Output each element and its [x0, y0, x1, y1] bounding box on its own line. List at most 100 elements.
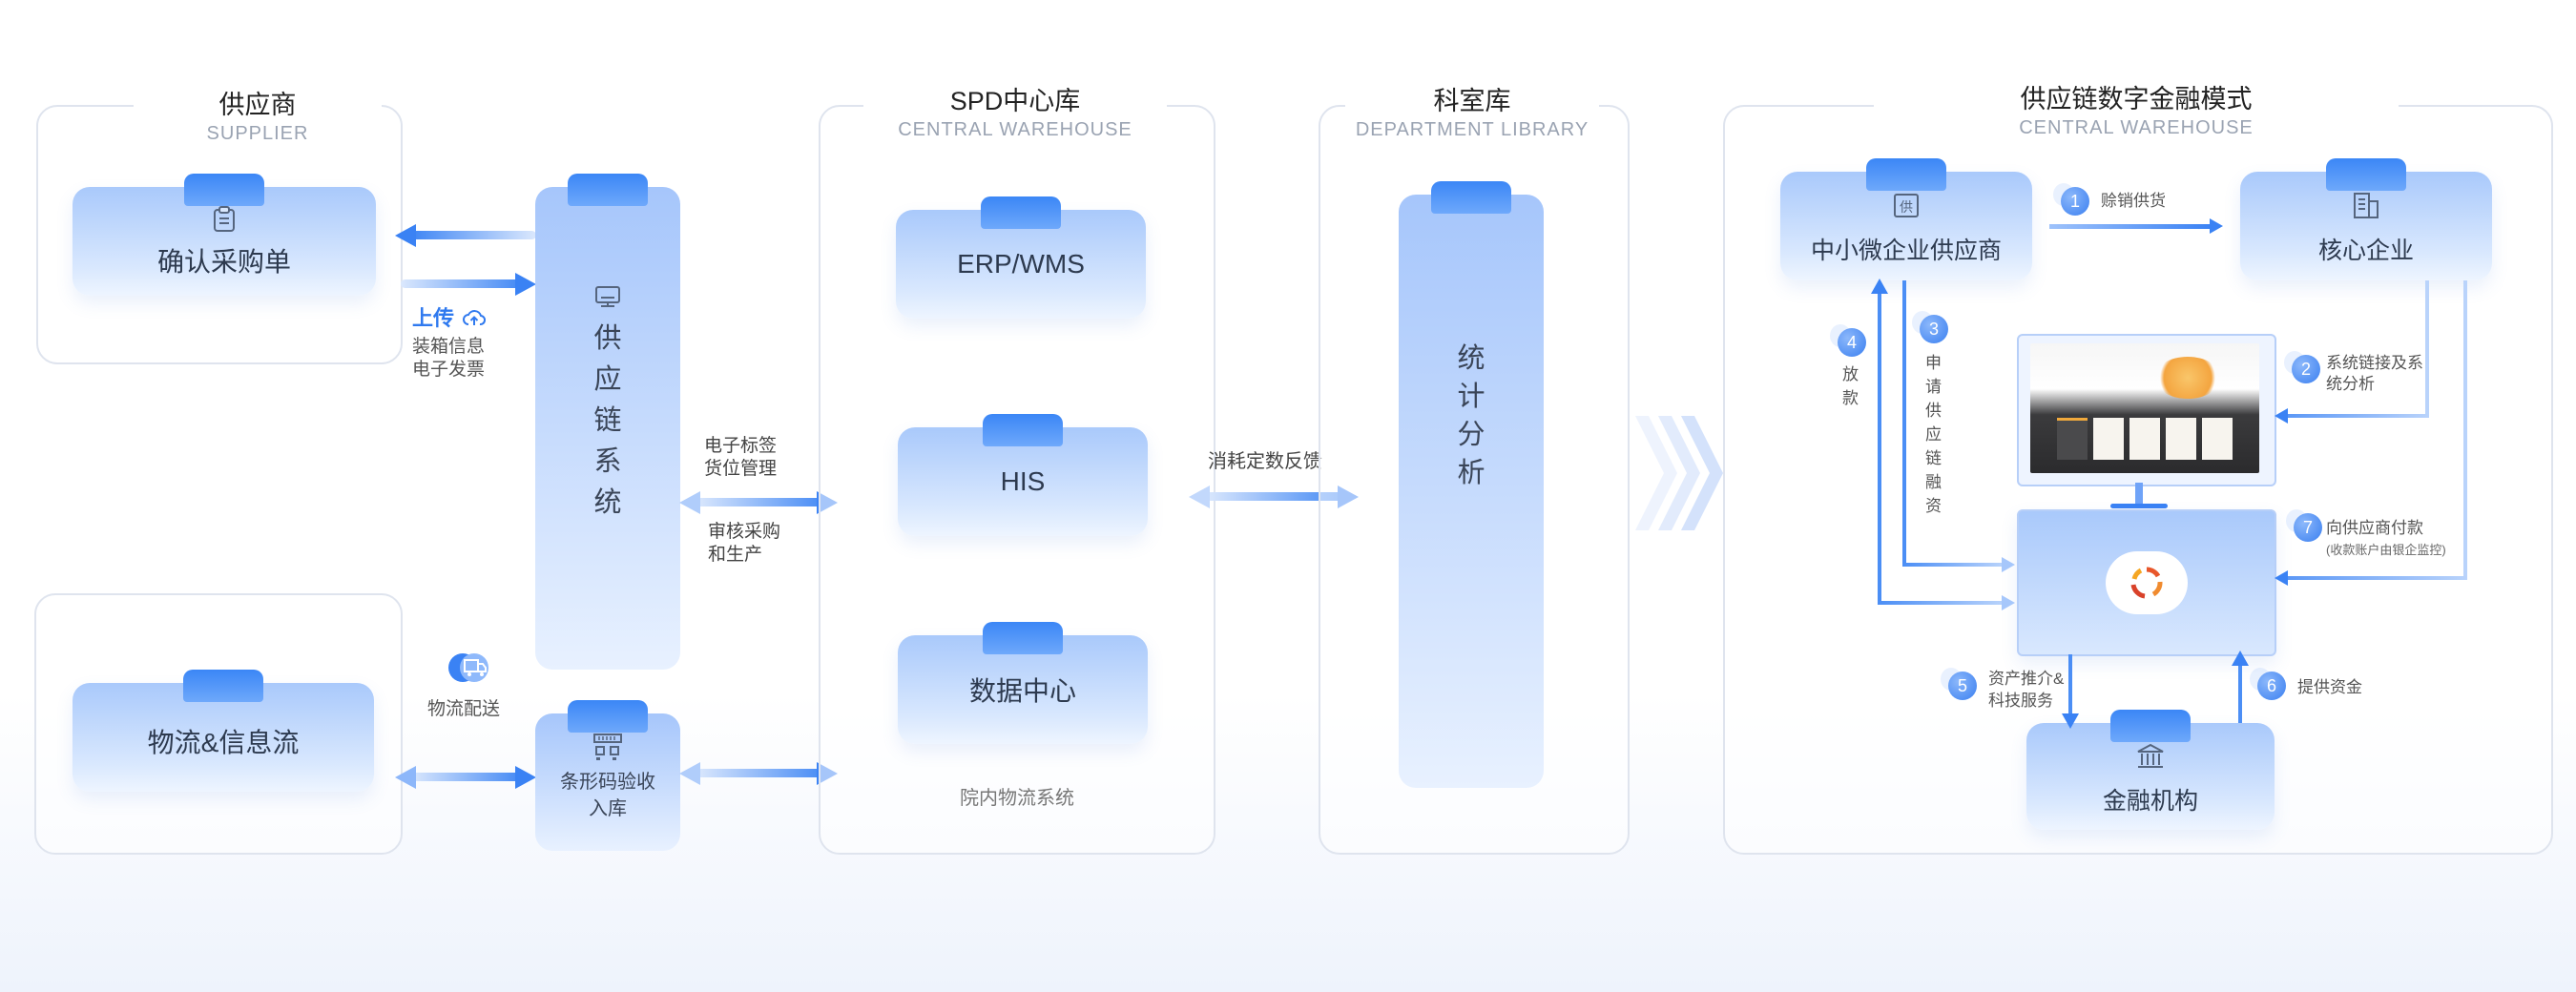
delivery-label: 物流配送 — [427, 699, 501, 719]
step-2-line-v — [2425, 280, 2429, 416]
arrow-logistics-head-right — [515, 766, 536, 789]
core-enterprise-label: 核心企业 — [2317, 238, 2414, 264]
erp-label: ERP/WMS — [957, 249, 1085, 279]
step-7-line-v — [2463, 280, 2467, 578]
supplier-title: 供应商 SUPPLIER — [134, 88, 382, 145]
step-1-badge: 1 — [2053, 183, 2089, 216]
platform-screenshot — [2030, 343, 2259, 473]
core-enterprise-card[interactable]: 核心企业 — [2240, 158, 2492, 280]
step-3-line-h — [1902, 563, 2004, 567]
step-5-head — [2062, 713, 2079, 729]
step-6-line — [2238, 666, 2242, 723]
supplier-title-en: SUPPLIER — [206, 123, 309, 144]
confirm-po-label: 确认采购单 — [156, 247, 291, 277]
step-6-badge: 6 — [2250, 668, 2286, 700]
stats-label: 统计分析 — [1457, 343, 1485, 488]
step-7-head — [2275, 570, 2288, 586]
platform-logo-icon — [2129, 566, 2165, 600]
step-4-label: 放款 — [1842, 365, 1859, 407]
supply-chain-system-card[interactable]: 供应链系统 — [535, 174, 680, 670]
screen-stand-base — [2110, 504, 2168, 508]
step-3-line-v — [1902, 280, 1906, 565]
data-center-card[interactable]: 数据中心 — [898, 622, 1148, 744]
sme-supplier-label: 中小微企业供应商 — [1810, 238, 2002, 264]
barcode-receipt-label: 条形码验收入库 — [560, 772, 655, 819]
his-card[interactable]: HIS — [898, 414, 1148, 536]
arrow-system-spd — [696, 498, 830, 506]
step-5-badge: 5 — [1941, 668, 1977, 700]
clipboard-icon — [212, 206, 237, 233]
card-tab — [2326, 158, 2406, 191]
platform-logo-bg — [2106, 551, 2188, 614]
screenshot-tiles — [2057, 418, 2233, 460]
card-tab — [983, 622, 1063, 654]
step-4-line-v — [1878, 290, 1881, 603]
logistics-info-label: 物流&信息流 — [147, 728, 300, 757]
upload-label: 上传 — [412, 306, 455, 330]
card-tab — [184, 174, 264, 206]
card-tab — [981, 196, 1061, 229]
arrow-to-supplier — [412, 231, 536, 239]
data-center-label: 数据中心 — [968, 676, 1076, 706]
department-title-zh: 科室库 — [1433, 87, 1511, 115]
bank-icon — [2135, 742, 2166, 771]
step-6-label: 提供资金 — [2297, 678, 2362, 696]
finance-title-zh: 供应链数字金融模式 — [2020, 85, 2253, 114]
stats-card[interactable]: 统计分析 — [1399, 181, 1544, 788]
upload-item-1: 装箱信息 — [412, 337, 486, 357]
step-5-line — [2068, 654, 2072, 717]
spd-title-zh: SPD中心库 — [949, 87, 1081, 115]
arrow-barcode-spd-head-left — [679, 762, 700, 785]
arrow-logistics-bidir — [410, 773, 525, 781]
card-tab — [2110, 710, 2191, 742]
office-icon — [2351, 191, 2381, 219]
step-4-line-h — [1878, 601, 2004, 605]
svg-text:供: 供 — [1900, 200, 1913, 216]
step-2-line-h — [2288, 414, 2429, 418]
arrow-logistics-head-left — [395, 766, 416, 789]
step-2-badge: 2 — [2284, 351, 2320, 383]
step-2-head — [2275, 408, 2288, 424]
building-icon: 供 — [1892, 191, 1921, 219]
card-tab — [568, 174, 648, 206]
audit-line2: 和生产 — [708, 545, 763, 565]
finance-title-en: CENTRAL WAREHOUSE — [2019, 117, 2254, 138]
upload-item-2: 电子发票 — [412, 360, 486, 380]
sme-supplier-card[interactable]: 供 中小微企业供应商 — [1780, 158, 2032, 280]
step-1-label: 赊销供货 — [2101, 192, 2166, 210]
arrow-barcode-spd — [696, 769, 830, 777]
step-4-head-right — [2002, 595, 2015, 610]
supplier-title-zh: 供应商 — [218, 91, 297, 119]
arrow-to-system — [401, 279, 525, 288]
card-tab — [1866, 158, 1946, 191]
consumption-feedback-label: 消耗定数反馈 — [1208, 451, 1322, 472]
step-7-label: 向供应商付款 — [2326, 519, 2423, 537]
step-3-head — [2002, 557, 2015, 572]
card-tab — [983, 414, 1063, 446]
financial-institution-card[interactable]: 金融机构 — [2026, 710, 2275, 830]
his-label: HIS — [1000, 466, 1046, 496]
audit-line1: 审核采购 — [708, 522, 781, 542]
step-7-badge: 7 — [2286, 509, 2322, 542]
supply-chain-system-label: 供应链系统 — [593, 323, 622, 518]
department-title: 科室库 DEPARTMENT LIBRARY — [1345, 84, 1599, 141]
finance-title: 供应链数字金融模式 CENTRAL WAREHOUSE — [1874, 82, 2399, 139]
card-tab — [1431, 181, 1511, 214]
barcode-receipt-card[interactable]: 条形码验收入库 — [535, 700, 680, 851]
e-tag-line1: 电子标签 — [704, 436, 778, 456]
financial-institution-label: 金融机构 — [2102, 788, 2198, 815]
step-4-head — [1871, 279, 1888, 294]
barcode-icon — [592, 733, 623, 761]
confirm-po-card[interactable]: 确认采购单 — [73, 174, 376, 296]
arrow-spd-department-head-left — [1189, 486, 1210, 508]
step-7-line-h — [2288, 576, 2467, 580]
spd-title-en: CENTRAL WAREHOUSE — [898, 119, 1132, 140]
platform-card[interactable] — [2017, 509, 2276, 656]
step-5-label: 资产推介&科技服务 — [1988, 670, 2065, 710]
erp-card[interactable]: ERP/WMS — [896, 196, 1146, 319]
screenshot-hero — [2154, 357, 2221, 399]
spd-title: SPD中心库 CENTRAL WAREHOUSE — [863, 84, 1167, 141]
spd-footer: 院内物流系统 — [960, 788, 1074, 809]
logistics-info-card[interactable]: 物流&信息流 — [73, 670, 374, 792]
arrow-spd-department — [1206, 492, 1347, 501]
